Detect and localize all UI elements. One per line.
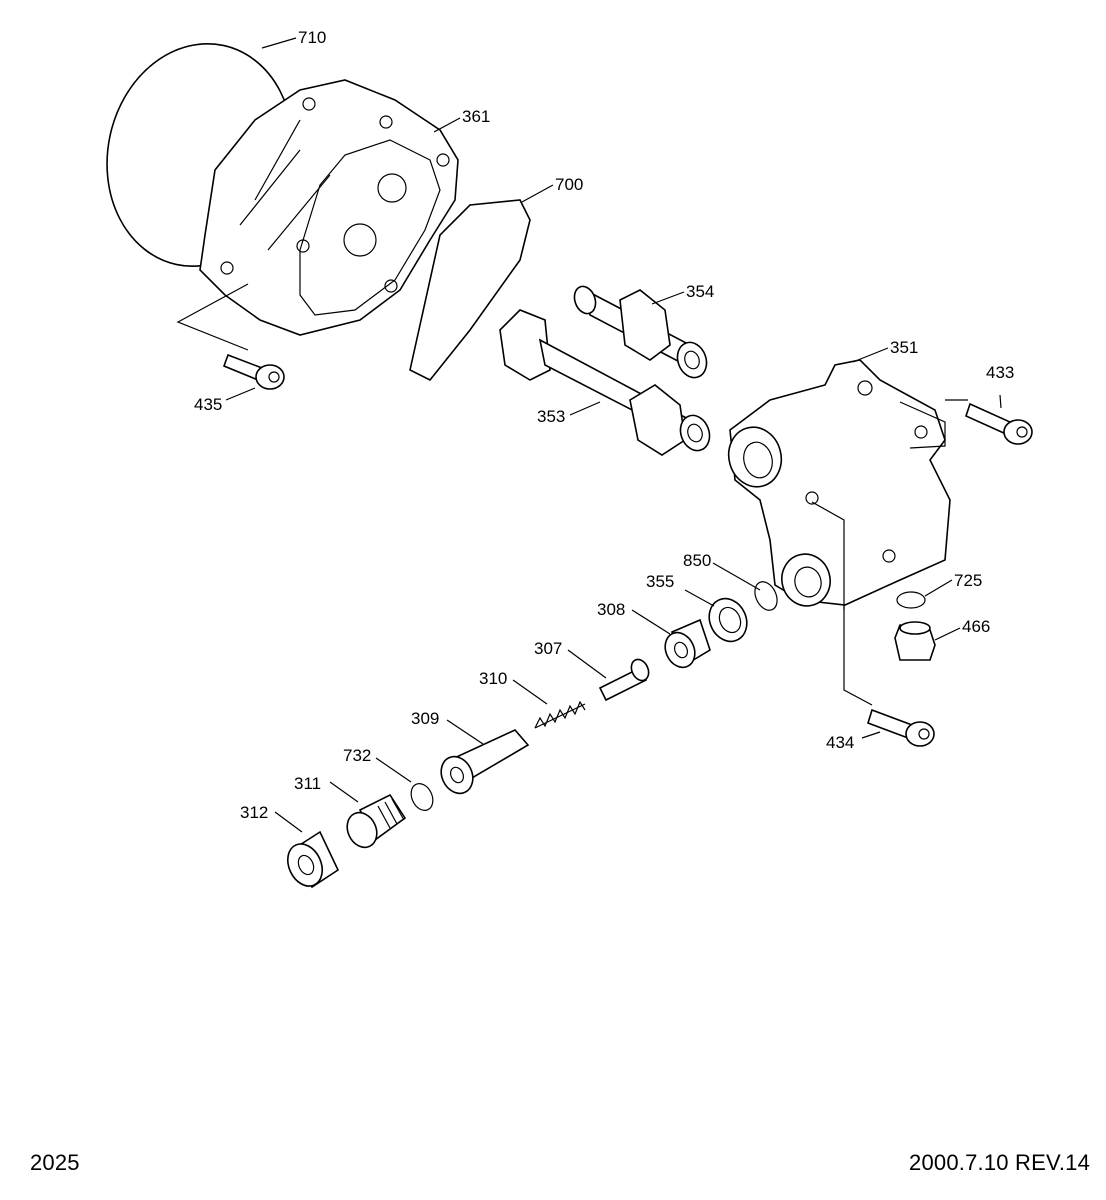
- label-310: 310: [479, 669, 507, 688]
- label-434: 434: [826, 733, 854, 752]
- label-700: 700: [555, 175, 583, 194]
- label-361: 361: [462, 107, 490, 126]
- part-700-gasket: [409, 199, 531, 382]
- label-311: 311: [294, 774, 321, 793]
- label-308: 308: [597, 600, 625, 619]
- part-309-sleeve: [440, 729, 530, 795]
- label-435: 435: [194, 395, 222, 414]
- part-312-nut: [286, 830, 340, 889]
- callout-labels: 710 361 700 354 353 435 351 433 850 355 …: [194, 28, 1014, 822]
- part-850-snap-ring: [754, 581, 778, 611]
- label-433: 433: [986, 363, 1014, 382]
- part-310-spring: [534, 700, 586, 729]
- part-434-bolt: [867, 708, 935, 747]
- part-308-sleeve: [664, 618, 711, 669]
- leader-lines: [176, 37, 1002, 833]
- part-351-body: [727, 359, 951, 607]
- part-725-o-ring: [896, 591, 926, 609]
- label-353: 353: [537, 407, 565, 426]
- page-number: 2025: [30, 1150, 80, 1175]
- part-354-gear-shaft: [573, 285, 708, 379]
- label-355: 355: [646, 572, 674, 591]
- part-307-poppet: [598, 658, 650, 702]
- label-850: 850: [683, 551, 711, 570]
- label-710: 710: [298, 28, 326, 47]
- part-353-gear-shaft: [499, 309, 711, 456]
- label-312: 312: [240, 803, 268, 822]
- label-351: 351: [890, 338, 918, 357]
- label-732: 732: [343, 746, 371, 765]
- revision-text: 2000.7.10 REV.14: [909, 1150, 1090, 1175]
- label-309: 309: [411, 709, 439, 728]
- part-433-bolt: [965, 402, 1033, 445]
- label-466: 466: [962, 617, 990, 636]
- part-732-o-ring: [410, 783, 434, 811]
- label-354: 354: [686, 282, 714, 301]
- part-466-plug: [894, 621, 936, 661]
- part-355-bearing: [708, 597, 748, 643]
- label-725: 725: [954, 571, 982, 590]
- label-307: 307: [534, 639, 562, 658]
- part-435-bolt: [222, 353, 285, 390]
- part-361-cover: [199, 79, 459, 336]
- part-311-plug: [346, 793, 407, 849]
